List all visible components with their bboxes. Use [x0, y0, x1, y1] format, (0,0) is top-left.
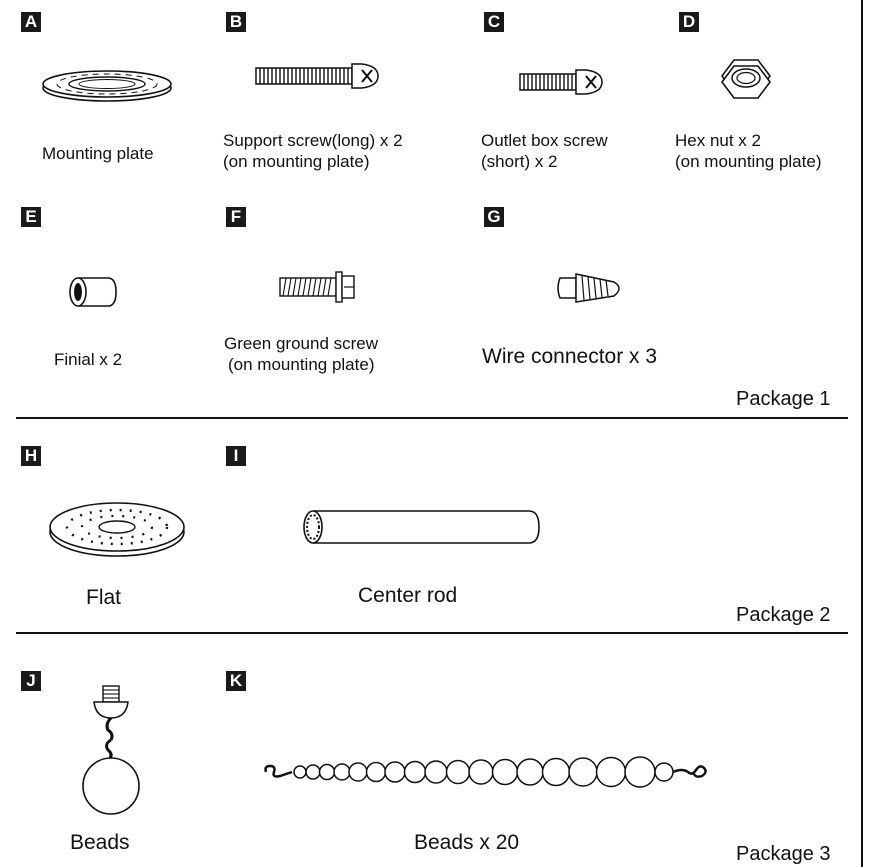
package-divider-1 [16, 417, 848, 419]
part-label-i: Center rod [358, 584, 458, 607]
part-label-e: Finial x 2 [54, 350, 123, 369]
package-divider-2 [16, 632, 848, 634]
part-letter-a: A [21, 12, 41, 32]
part-letter-e: E [21, 207, 41, 227]
bead-pendant-icon [80, 684, 142, 820]
short-screw-icon [518, 66, 604, 98]
part-label-d: Hex nut x 2 (on mounting plate) [675, 131, 822, 171]
package-label-1: Package 1 [736, 388, 831, 410]
part-label-b: Support screw(long) x 2 (on mounting pla… [223, 131, 403, 171]
part-letter-g: G [484, 207, 504, 227]
finial-icon [66, 272, 120, 312]
mounting-plate-icon [40, 64, 174, 110]
part-label-j: Beads [70, 831, 130, 854]
flat-disc-icon [47, 498, 187, 560]
ground-screw-icon [278, 266, 364, 308]
part-letter-c: C [484, 12, 504, 32]
part-letter-i: I [226, 446, 246, 466]
part-letter-k: K [226, 671, 246, 691]
bead-chain-icon [262, 750, 710, 794]
part-letter-h: H [21, 446, 41, 466]
part-label-g: Wire connector x 3 [482, 345, 658, 368]
part-label-a: Mounting plate [42, 144, 154, 163]
part-letter-d: D [679, 12, 699, 32]
part-label-f: Green ground screw (on mounting plate) [224, 334, 379, 374]
right-border [861, 0, 863, 867]
part-label-c: Outlet box screw (short) x 2 [481, 131, 608, 171]
part-letter-b: B [226, 12, 246, 32]
center-rod-icon [301, 507, 543, 547]
part-letter-j: J [21, 671, 41, 691]
part-letter-f: F [226, 207, 246, 227]
long-screw-icon [254, 60, 380, 92]
part-label-h: Flat [86, 586, 122, 609]
part-label-k: Beads x 20 [414, 831, 520, 854]
hex-nut-icon [720, 56, 772, 102]
wire-connector-icon [554, 268, 626, 308]
package-label-3: Package 3 [736, 843, 831, 865]
package-label-2: Package 2 [736, 604, 831, 626]
